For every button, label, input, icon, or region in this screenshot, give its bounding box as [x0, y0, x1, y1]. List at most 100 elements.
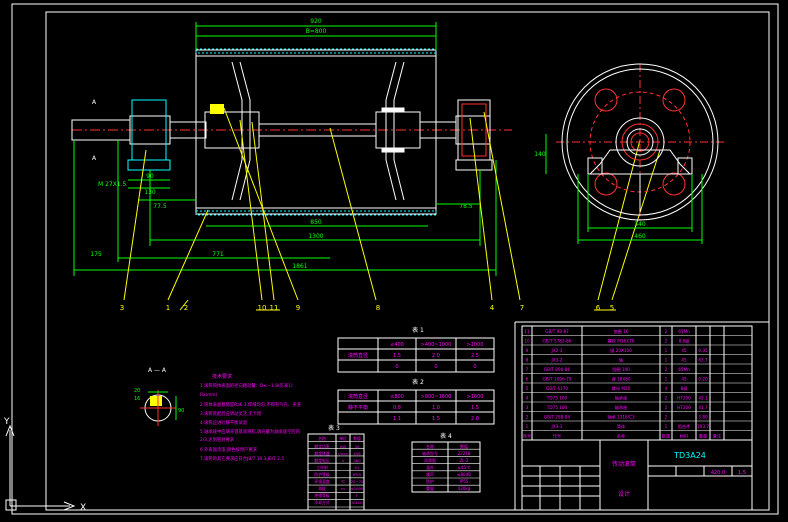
dim-1861: 1861 [292, 263, 307, 270]
bom-cell: 42.1 [698, 396, 708, 401]
ucs-icon [5, 424, 76, 511]
bom-header-cell: 材料 [680, 433, 689, 440]
table2-cell: 1.5 [471, 405, 479, 411]
dim-130: 130 [144, 189, 156, 196]
dim-78-5: 78.5 [459, 203, 473, 210]
title-weight: 420.0 [711, 470, 725, 476]
bom-header-cell: 代号 [553, 433, 561, 440]
note-line: 3.滚筒装配后应转动灵活,无卡阻 [200, 410, 262, 417]
side-dim-340: 340 [634, 221, 646, 228]
bom-cell: 9 [526, 348, 529, 353]
bom-cell: 6 [526, 377, 529, 382]
shell-lagging-bottom [195, 210, 437, 216]
bom-cell: 1 [665, 424, 668, 429]
table2-header: >1600 [467, 394, 484, 400]
table2-cell: 0.8 [393, 405, 401, 411]
table1-header: >400~1000 [421, 342, 452, 348]
bom-cell: 轴承 1318/C3 [607, 414, 635, 421]
bom-cell: JX3-1 [551, 424, 563, 429]
dim-77-5: 77.5 [153, 203, 167, 210]
table3-cell: 20~70 [351, 479, 364, 484]
bom-cell: 3.80 [698, 415, 708, 420]
bom-cell: 0.35 [698, 348, 708, 353]
bom-cell: JX2-3 [551, 348, 563, 353]
bom-cell: 螺栓 M16X70 [608, 338, 635, 345]
bom-cell: 筒体 [617, 423, 626, 430]
bom-cell: 轴承座 [615, 404, 628, 411]
dim-1300: 1300 [308, 233, 323, 240]
table3-cell: 380 [353, 458, 361, 463]
bom-cell: 轴 [619, 357, 623, 364]
table3-cell: 环境温度 [314, 479, 329, 484]
dim-175: 175 [90, 251, 102, 258]
bom-cell: GB/T 288-84 [544, 415, 571, 420]
bom-header-cell: 序号 [523, 433, 531, 440]
table3-cell: ℃ [341, 479, 345, 484]
note-line: 2.筒体表面粗糙度Ra6.3,焊缝均匀,不得有气孔、夹渣 [200, 401, 302, 408]
ucs-y-label: Y [3, 417, 10, 427]
table2-cell: 2.0 [471, 416, 479, 422]
table2-header: ≤800 [390, 394, 404, 400]
table1-cell: 2.0 [432, 353, 440, 359]
table4-cell: 防护 [426, 478, 434, 484]
bom-cell: 2 [665, 339, 668, 344]
bom-cell: 2 [665, 329, 668, 334]
bom-cell: 63.7 [698, 358, 708, 363]
table3-cell: 海拔 [318, 486, 326, 491]
bom-cell: JX3-2 [551, 358, 563, 363]
part-no-7: 7 [520, 304, 524, 312]
table1-cell: 0 [434, 364, 437, 370]
title-sign: 设计 [618, 490, 630, 498]
notes-title: 技术要求 [212, 373, 232, 380]
bom-header-cell: 名称 [617, 433, 625, 440]
leader-lines [123, 107, 661, 311]
bom-cell: 1 [665, 377, 668, 382]
bom-cell: TD75 100 [546, 396, 568, 401]
bom-cell: 1 [665, 358, 668, 363]
table4-cell: ≤80dB [457, 472, 471, 477]
note-line: 1.滚筒筒体表面的径向跳动量：D≤—1.8(见表1) [200, 382, 293, 389]
table3-cell: F [356, 493, 358, 498]
table3-cell: IP55 [353, 472, 362, 477]
bom-header-cell: 备注 [713, 433, 722, 440]
bom-cell: 8.8级 [679, 338, 691, 345]
hubs [204, 104, 421, 153]
dim-771: 771 [212, 251, 224, 258]
bom-cell: 8级 [681, 385, 689, 392]
note-line: 6.外表面涂漆,颜色按用户要求 [200, 446, 258, 453]
bom-cell: GB/T 93-87 [545, 329, 569, 334]
dim-90: 90 [146, 173, 154, 180]
bom-cell: 41.7 [698, 405, 708, 410]
bom-cell: 4 [526, 396, 529, 401]
table4-cell: ZL-2 [460, 458, 469, 463]
drum-shell [195, 49, 437, 215]
part-no-3: 3 [120, 304, 124, 312]
bom-header-cell: 数量 [662, 433, 670, 440]
pipe-note: M 27X1.5 [98, 181, 127, 188]
bom-cell: 7 [526, 367, 529, 372]
bom-cell: GB/T 894-86 [544, 367, 571, 372]
note-line: Ra(mm) [200, 392, 218, 398]
bom-cell: 65Mn [678, 367, 690, 372]
table4-title: 表 4 [440, 432, 452, 440]
table3-cell: 防护等级 [314, 472, 329, 477]
table1-title: 表 1 [412, 326, 424, 334]
note-line: 4.滚筒应进行静平衡试验 [200, 419, 248, 426]
section-dim-20: 20 [134, 388, 140, 394]
right-bearing-housing [455, 99, 493, 171]
ucs-x-label: X [80, 503, 86, 513]
bom-cell: HT200 [677, 396, 691, 401]
table3-cell: 30 [355, 444, 360, 449]
bom-cell: 2 [665, 405, 668, 410]
bom-cell: 2 [665, 415, 668, 420]
title-drawing-no: TD3A24 [673, 451, 706, 460]
table-3: 表 3 名称 单位 数值 额定功率 kW 30 额定转速 r/min 456 额… [307, 424, 365, 511]
table3-cell: ≤1000 [351, 486, 364, 491]
left-bearing-housing [127, 99, 171, 171]
bom-cell: HT200 [677, 405, 691, 410]
table1-cell: 2.5 [471, 353, 479, 359]
bom-cell: 1 [665, 348, 668, 353]
title-block: TD3A24 传动滚筒 420.0 1:5 设计 [521, 439, 753, 511]
bom-cell: 轴承座 [615, 395, 628, 402]
